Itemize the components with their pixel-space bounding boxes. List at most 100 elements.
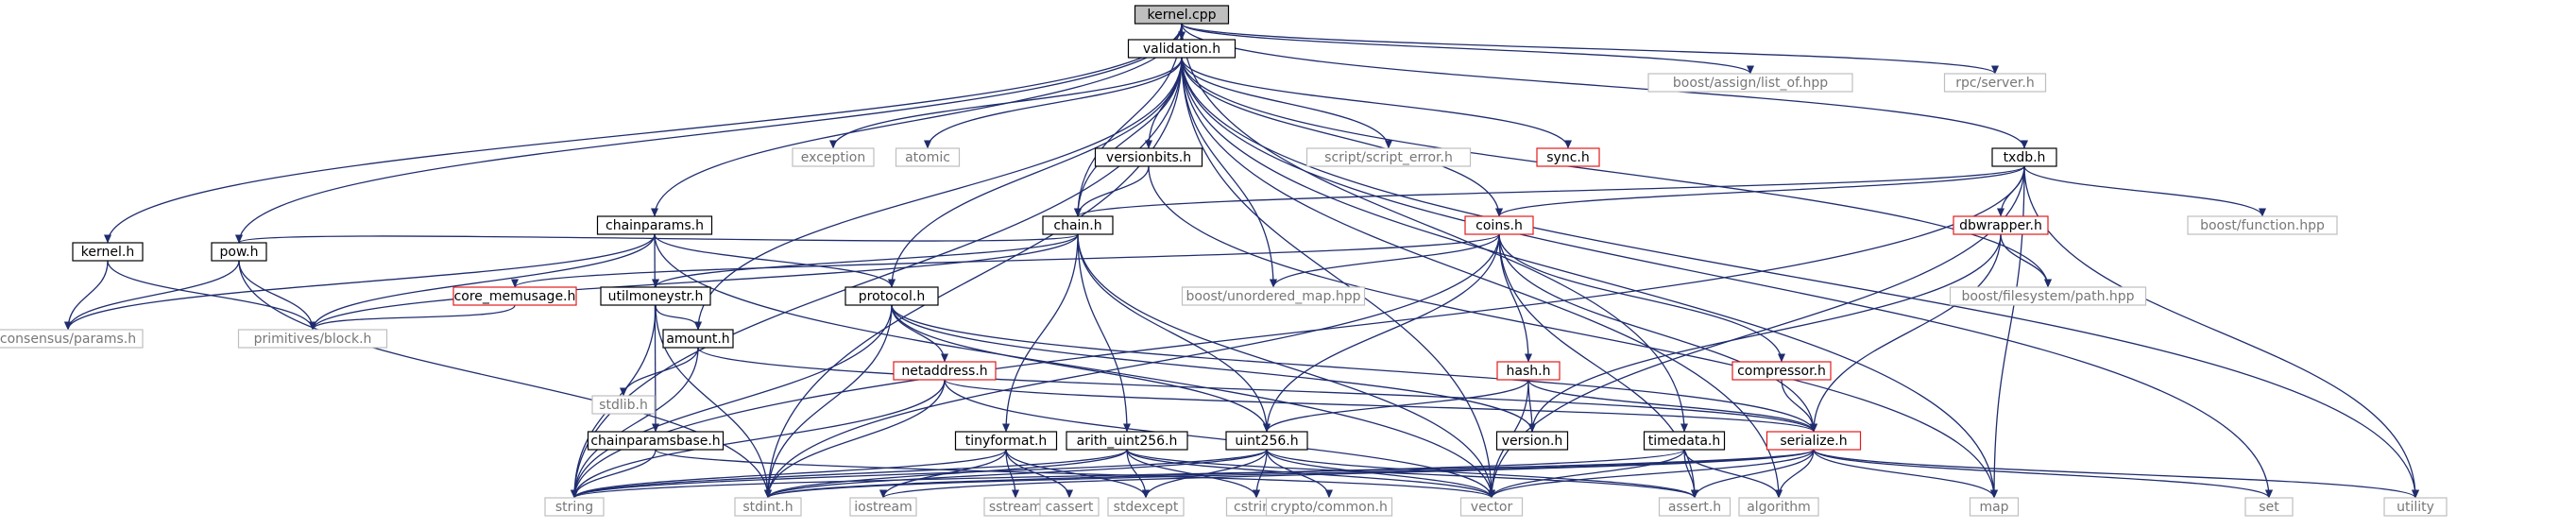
node-box[interactable] xyxy=(1225,431,1308,451)
node-txdb_h[interactable]: txdb.h xyxy=(1991,147,2057,167)
node-boost_unordered[interactable]: boost/unordered_map.hpp xyxy=(1181,286,1366,306)
node-box[interactable] xyxy=(792,147,875,167)
node-box[interactable] xyxy=(1459,497,1524,517)
node-iostream[interactable]: iostream xyxy=(849,497,917,517)
node-stdint_h[interactable]: stdint.h xyxy=(734,497,802,517)
node-box[interactable] xyxy=(1991,147,2057,167)
node-box[interactable] xyxy=(2383,497,2448,517)
node-dbwrapper_h[interactable]: dbwrapper.h xyxy=(1953,215,2049,235)
node-box[interactable] xyxy=(1536,147,1600,167)
node-chainparams_h[interactable]: chainparams.h xyxy=(596,215,713,235)
node-box[interactable] xyxy=(1039,497,1100,517)
node-box[interactable] xyxy=(849,497,917,517)
node-chain_h[interactable]: chain.h xyxy=(1042,215,1114,235)
node-box[interactable] xyxy=(1949,286,2147,306)
node-atomic[interactable]: atomic xyxy=(895,147,961,167)
node-box[interactable] xyxy=(1495,431,1569,451)
node-sstream[interactable]: sstream xyxy=(983,497,1048,517)
node-box[interactable] xyxy=(1042,215,1114,235)
node-box[interactable] xyxy=(844,286,939,306)
node-box[interactable] xyxy=(452,286,577,306)
node-box[interactable] xyxy=(544,497,605,517)
node-box[interactable] xyxy=(1134,5,1230,25)
node-arith_uint256[interactable]: arith_uint256.h xyxy=(1066,431,1188,451)
node-kernel_h[interactable]: kernel.h xyxy=(72,242,144,262)
node-box[interactable] xyxy=(893,361,997,381)
node-box[interactable] xyxy=(1943,73,2047,93)
node-box[interactable] xyxy=(1953,215,2049,235)
node-box[interactable] xyxy=(734,497,802,517)
node-validation_h[interactable]: validation.h xyxy=(1127,39,1237,59)
node-box[interactable] xyxy=(662,329,734,349)
node-box[interactable] xyxy=(2187,215,2338,235)
node-algorithm[interactable]: algorithm xyxy=(1738,497,1819,517)
node-box[interactable] xyxy=(237,329,388,349)
node-box[interactable] xyxy=(1766,431,1862,451)
node-stdexcept[interactable]: stdexcept xyxy=(1107,497,1185,517)
node-pow_h[interactable]: pow.h xyxy=(211,242,267,262)
node-boost_assign[interactable]: boost/assign/list_of.hpp xyxy=(1647,73,1853,93)
node-uint256_h[interactable]: uint256.h xyxy=(1225,431,1308,451)
node-box[interactable] xyxy=(600,286,711,306)
node-utility[interactable]: utility xyxy=(2383,497,2448,517)
node-utilmoneystr[interactable]: utilmoneystr.h xyxy=(600,286,711,306)
node-box[interactable] xyxy=(1496,361,1561,381)
node-coins_h[interactable]: coins.h xyxy=(1464,215,1534,235)
node-boost_filesystem[interactable]: boost/filesystem/path.hpp xyxy=(1949,286,2147,306)
node-box[interactable] xyxy=(596,215,713,235)
node-box[interactable] xyxy=(895,147,961,167)
node-box[interactable] xyxy=(0,329,144,349)
node-set[interactable]: set xyxy=(2244,497,2294,517)
node-box[interactable] xyxy=(587,431,725,451)
node-box[interactable] xyxy=(2244,497,2294,517)
node-assert_h[interactable]: assert.h xyxy=(1658,497,1732,517)
node-box[interactable] xyxy=(1732,361,1832,381)
node-serialize_h[interactable]: serialize.h xyxy=(1766,431,1862,451)
node-amount_h[interactable]: amount.h xyxy=(662,329,734,349)
node-layer: kernel.cpp validation.h boost/assign/list_… xyxy=(0,5,2448,517)
node-box[interactable] xyxy=(954,431,1058,451)
node-box[interactable] xyxy=(1643,431,1726,451)
node-box[interactable] xyxy=(72,242,144,262)
node-box[interactable] xyxy=(1127,39,1237,59)
node-sync_h[interactable]: sync.h xyxy=(1536,147,1600,167)
node-box[interactable] xyxy=(211,242,267,262)
node-box[interactable] xyxy=(1738,497,1819,517)
node-box[interactable] xyxy=(1181,286,1366,306)
node-kernel_cpp[interactable]: kernel.cpp xyxy=(1134,5,1230,25)
node-box[interactable] xyxy=(1305,147,1472,167)
node-core_memusage[interactable]: core_memusage.h xyxy=(452,286,577,306)
node-box[interactable] xyxy=(1066,431,1188,451)
node-box[interactable] xyxy=(591,395,656,415)
node-tinyformat_h[interactable]: tinyformat.h xyxy=(954,431,1058,451)
node-box[interactable] xyxy=(1107,497,1185,517)
node-version_h[interactable]: version.h xyxy=(1495,431,1569,451)
node-box[interactable] xyxy=(1094,147,1203,167)
node-netaddress_h[interactable]: netaddress.h xyxy=(893,361,997,381)
node-rpc_server[interactable]: rpc/server.h xyxy=(1943,73,2047,93)
node-box[interactable] xyxy=(1658,497,1732,517)
node-consensus_params[interactable]: consensus/params.h xyxy=(0,329,144,349)
node-box[interactable] xyxy=(1464,215,1534,235)
node-versionbits_h[interactable]: versionbits.h xyxy=(1094,147,1203,167)
node-map[interactable]: map xyxy=(1969,497,2020,517)
node-protocol_h[interactable]: protocol.h xyxy=(844,286,939,306)
node-hash_h[interactable]: hash.h xyxy=(1496,361,1561,381)
node-stdlib_h[interactable]: stdlib.h xyxy=(591,395,656,415)
node-timedata_h[interactable]: timedata.h xyxy=(1643,431,1726,451)
node-exception[interactable]: exception xyxy=(792,147,875,167)
node-box[interactable] xyxy=(1969,497,2020,517)
node-primitives_block[interactable]: primitives/block.h xyxy=(237,329,388,349)
node-box[interactable] xyxy=(1265,497,1393,517)
node-script_error[interactable]: script/script_error.h xyxy=(1305,147,1472,167)
node-vector[interactable]: vector xyxy=(1459,497,1524,517)
node-compressor_h[interactable]: compressor.h xyxy=(1732,361,1832,381)
node-chainparamsbase[interactable]: chainparamsbase.h xyxy=(587,431,725,451)
node-box[interactable] xyxy=(1647,73,1853,93)
edge-core_memusage-to-primitives_block xyxy=(309,304,516,331)
node-crypto_common[interactable]: crypto/common.h xyxy=(1265,497,1393,517)
edge-uint256_h-to-vector xyxy=(1266,449,1495,499)
node-cassert[interactable]: cassert xyxy=(1039,497,1100,517)
node-boost_function[interactable]: boost/function.hpp xyxy=(2187,215,2338,235)
node-string[interactable]: string xyxy=(544,497,605,517)
